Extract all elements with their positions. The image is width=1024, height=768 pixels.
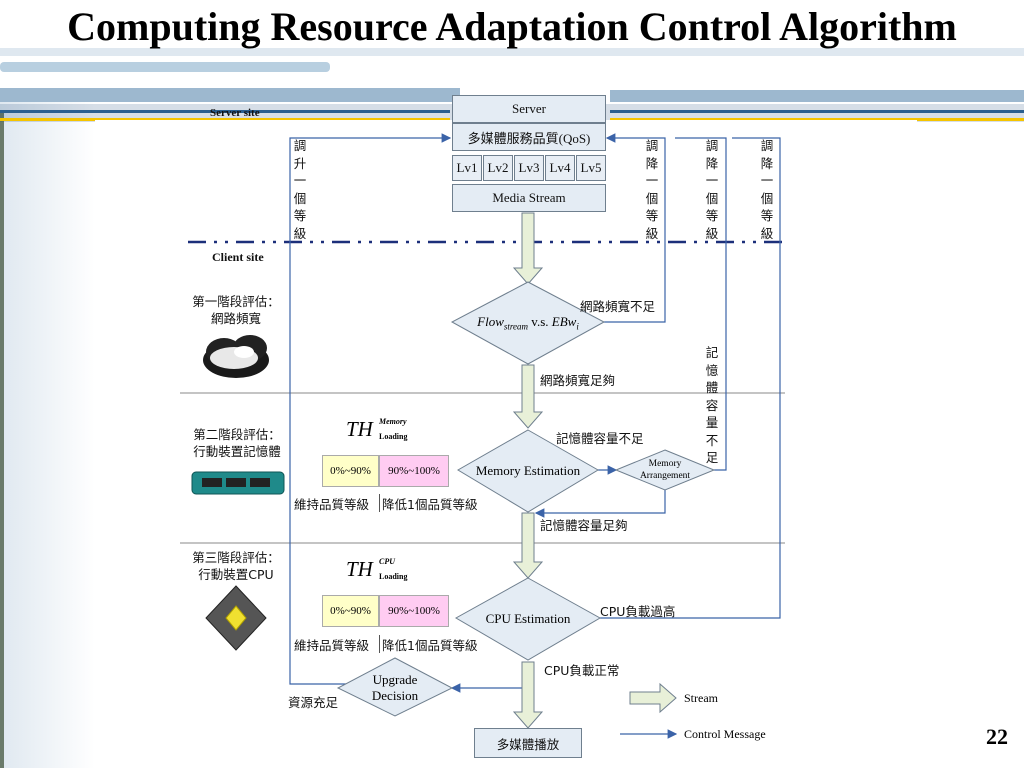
cpu-lower-label: 降低1個品質等級 <box>382 638 478 653</box>
cpu-th-label: TH <box>346 557 373 581</box>
header-bar-right <box>610 90 1024 102</box>
header-line-yellow-right <box>610 118 1024 121</box>
flow-decision-shape <box>450 281 606 365</box>
legend-stream-label: Stream <box>684 691 718 705</box>
memory-keep-label: 維持品質等級 <box>294 497 370 512</box>
legend-stream-arrow <box>629 682 677 714</box>
stream-arrow-3 <box>512 512 544 579</box>
multimedia-playback-box: 多媒體播放 <box>474 728 582 758</box>
memory-chip-icon <box>191 471 285 495</box>
upgrade-decision-label: Upgrade Decision <box>371 672 419 703</box>
media-stream-box: Media Stream <box>452 184 606 212</box>
memory-sufficient-label: 記憶體容量足夠 <box>540 518 628 533</box>
bandwidth-insufficient-feedback <box>604 133 666 323</box>
header-bar <box>0 88 460 102</box>
header-line-yellow <box>0 118 450 121</box>
stream-arrow-4 <box>512 661 544 729</box>
qos-box: 多媒體服務品質(QoS) <box>452 123 606 151</box>
memory-arrangement-label: Memory Arrangement <box>639 459 691 481</box>
left-decor-stripe <box>0 110 4 768</box>
header-line <box>0 110 450 113</box>
header-swoosh-2 <box>0 62 330 72</box>
client-site-label: Client site <box>212 250 264 264</box>
cpu-overload-label: CPU負載過高 <box>600 604 676 619</box>
flow-text: Flow <box>477 314 504 329</box>
memory-arrangement-feedback <box>675 137 727 471</box>
cpu-keep-label: 維持品質等級 <box>294 638 370 653</box>
memory-insufficient-label: 記憶體容量不足 <box>556 431 644 446</box>
memory-arranged-return <box>534 487 666 518</box>
memory-th-label: TH <box>346 417 373 441</box>
upgrade-level-label: 調升一個等級 <box>293 138 307 241</box>
stream-arrow-1 <box>512 212 544 285</box>
cpu-estimation-label: CPU Estimation <box>485 611 571 626</box>
memory-range-divider <box>379 494 380 512</box>
memory-th-superscript: Memory <box>379 417 407 426</box>
memory-arrangement-shape <box>614 449 716 491</box>
level-box: Lv4 <box>545 155 575 181</box>
cpu-overload-feedback <box>600 137 781 619</box>
level-box: Lv5 <box>576 155 606 181</box>
memory-insufficient-vertical-label: 記憶體容量不足 <box>705 345 719 465</box>
memory-lower-label: 降低1個品質等級 <box>382 497 478 512</box>
ebw-text: EBw <box>551 314 577 329</box>
memory-high-range: 90%~100% <box>379 455 449 487</box>
cpu-high-range: 90%~100% <box>379 595 449 627</box>
server-box: Server <box>452 95 606 123</box>
ebw-sub-text: i <box>576 321 579 332</box>
cpu-normal-label: CPU負載正常 <box>544 663 620 678</box>
stage1-label: 第一階段評估： 網路頻寬 <box>192 294 280 326</box>
bandwidth-sufficient-label: 網路頻寬足夠 <box>540 373 616 388</box>
page-number: 22 <box>986 724 1008 749</box>
cpu-range-divider <box>379 635 380 653</box>
left-decor-band <box>0 100 95 768</box>
downgrade-level-label: 調降一個等級 <box>705 138 719 241</box>
level-box: Lv3 <box>514 155 544 181</box>
level-box: Lv2 <box>483 155 513 181</box>
stage2-label: 第二階段評估： 行動裝置記憶體 <box>193 427 281 459</box>
legend-control-label: Control Message <box>684 727 766 741</box>
downgrade-level-label: 調降一個等級 <box>760 138 774 241</box>
memory-estimation-label: Memory Estimation <box>475 463 581 478</box>
cloud-icon <box>203 335 269 378</box>
cpu-th-subscript: Loading <box>379 572 408 581</box>
stage3-label: 第三階段評估： 行動裝置CPU <box>192 550 280 582</box>
vs-text: v.s. <box>528 314 552 329</box>
flow-decision-label: Flowstream v.s. EBwi <box>462 314 594 335</box>
slide-title: Computing Resource Adaptation Control Al… <box>67 4 957 49</box>
memory-low-range: 0%~90% <box>322 455 379 487</box>
header-swoosh <box>0 48 1024 56</box>
memory-th-subscript: Loading <box>379 432 408 441</box>
level-box: Lv1 <box>452 155 482 181</box>
header-line-right <box>610 110 1024 113</box>
cpu-th-superscript: CPU <box>379 557 395 566</box>
resource-sufficient-label: 資源充足 <box>288 695 339 710</box>
stream-arrow-2 <box>512 364 544 429</box>
bandwidth-insufficient-label: 網路頻寬不足 <box>580 299 656 314</box>
downgrade-level-label: 調降一個等級 <box>645 138 659 241</box>
cpu-low-range: 0%~90% <box>322 595 379 627</box>
upgrade-feedback <box>289 133 452 685</box>
cpu-estimation-shape <box>454 577 602 661</box>
cpu-chip-icon <box>205 585 267 651</box>
memory-estimation-shape <box>457 429 599 513</box>
upgrade-decision-shape <box>336 657 454 717</box>
server-site-label: Server site <box>210 107 260 119</box>
flow-sub-text: stream <box>503 321 529 332</box>
